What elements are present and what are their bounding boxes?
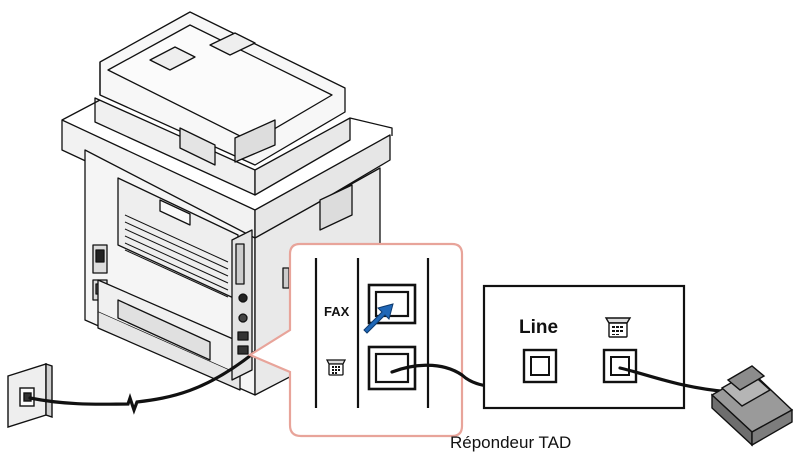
tad-line-port [522,348,558,384]
port-panel [314,258,430,408]
tad-caption: Répondeur TAD [450,433,572,452]
phone-cable [618,366,732,394]
telephone-icon [604,317,632,338]
fax-port-label: FAX [324,304,350,319]
telephone-icon [325,359,347,376]
line-port-label: Line [519,317,558,338]
telephone-handset [710,365,794,447]
wall-jack [7,363,53,428]
wall-line-cable [28,350,257,415]
tad-phone-port [602,348,638,384]
tad-device [482,284,686,410]
arrow-icon [363,303,394,334]
